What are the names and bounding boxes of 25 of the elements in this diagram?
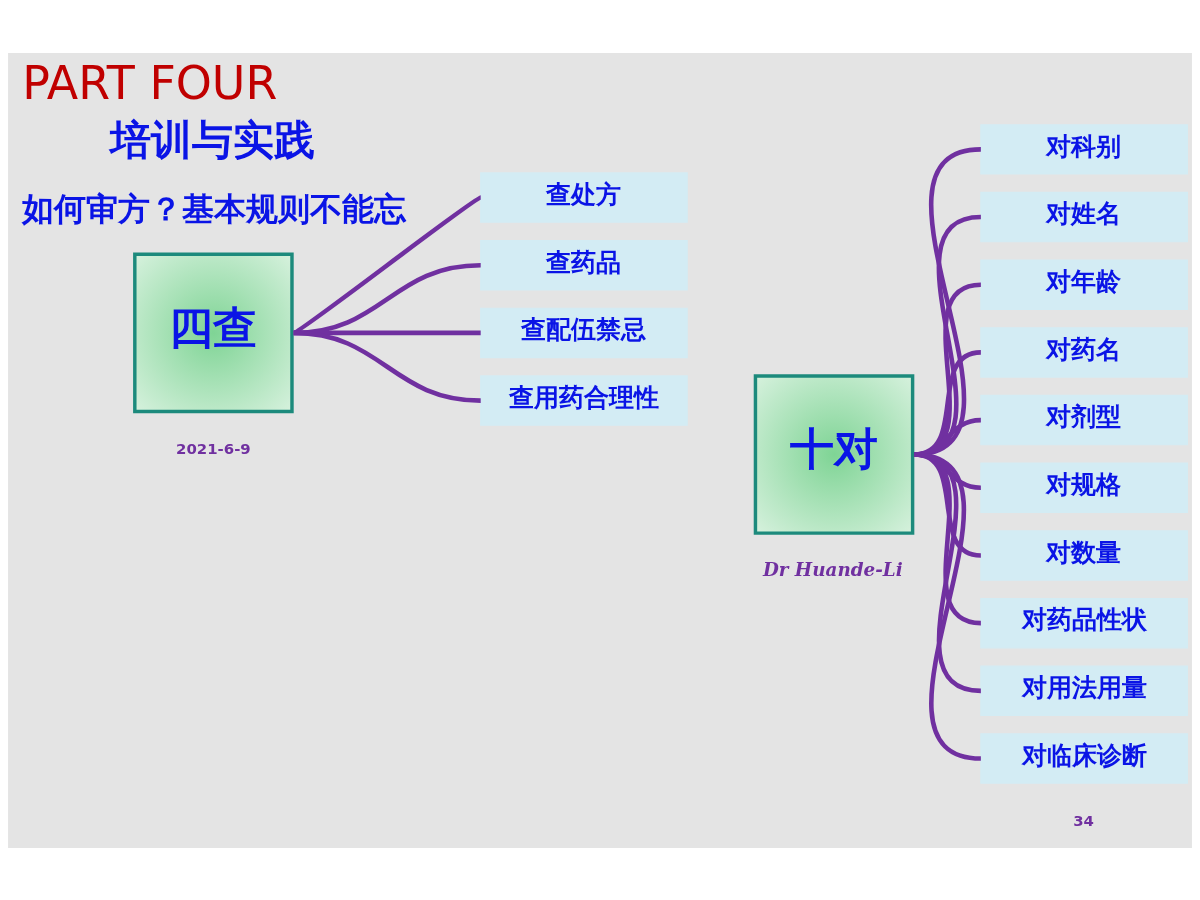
label: 2021-6-9 — [176, 439, 251, 458]
node-box: 对临床诊断 — [980, 732, 1188, 784]
node-box: 对规格 — [980, 462, 1188, 513]
label: Dr Huande-Li — [762, 558, 903, 580]
node-box: 十对 — [753, 373, 915, 535]
node-box: 查药品 — [480, 239, 688, 290]
connector — [293, 330, 481, 403]
node-box: 对姓名 — [980, 191, 1188, 242]
diagram-title: PART FOUR — [22, 55, 278, 110]
node-box: 对用法用量 — [980, 665, 1188, 716]
node-box: 对药名 — [980, 326, 1188, 378]
connector — [292, 195, 482, 335]
node-box: 对数量 — [980, 529, 1188, 581]
label: 34 — [1073, 811, 1094, 830]
label: 如何审方？基本规则不能忘 — [21, 189, 406, 228]
label: 培训与实践 — [109, 115, 315, 164]
node-box: 对科别 — [980, 123, 1188, 175]
connector — [293, 262, 481, 335]
node-box: 查用药合理性 — [480, 374, 688, 426]
node-box: 对年龄 — [980, 259, 1188, 310]
node-box: 查处方 — [480, 171, 688, 223]
node-box: 对药品性状 — [980, 597, 1188, 648]
node-box: 对剂型 — [980, 394, 1188, 445]
node-box: 查配伍禁忌 — [480, 307, 688, 358]
node-box: 四查 — [133, 252, 294, 413]
